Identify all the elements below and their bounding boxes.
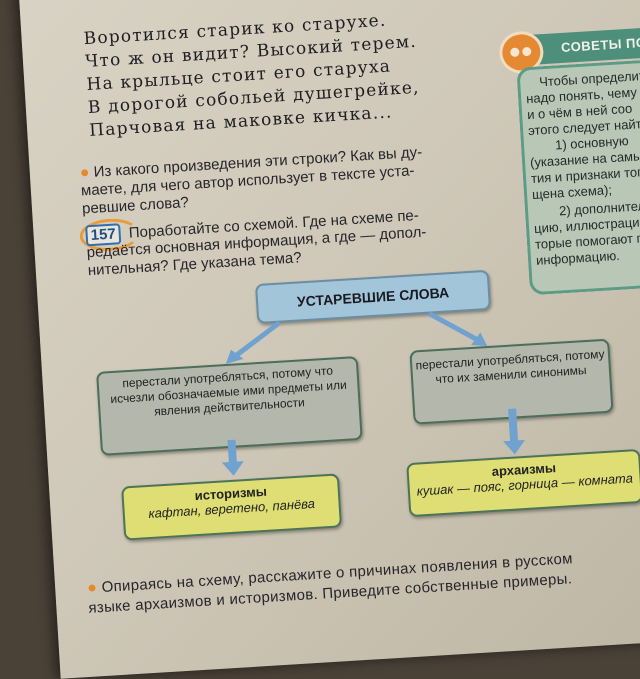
poem-excerpt: Воротился старик ко старухе. Что ж он ви… <box>83 8 422 143</box>
scheme-arrows-top <box>225 311 488 365</box>
arrow-left-icon <box>231 320 281 360</box>
arrowhead-right-icon <box>471 332 488 347</box>
arrow-down-right <box>503 408 526 455</box>
archaisms-box: архаизмы кушак — пояс, горница — комната <box>406 448 640 518</box>
arrow-right-icon <box>427 311 481 343</box>
bullet-icon: ● <box>79 164 91 182</box>
assignment-text: ● Опираясь на схему, расскажите о причин… <box>86 550 574 617</box>
arrowhead-down-icon <box>221 461 244 476</box>
arrowhead-left-icon <box>225 349 244 365</box>
arrowhead-down-icon <box>503 439 526 455</box>
textbook-page: Воротился старик ко старухе. Что ж он ви… <box>18 0 640 679</box>
historisms-box: историзмы кафтан, веретено, панёва <box>121 473 343 541</box>
arrow-down-left <box>221 439 244 476</box>
bullet-icon: ● <box>86 579 98 597</box>
